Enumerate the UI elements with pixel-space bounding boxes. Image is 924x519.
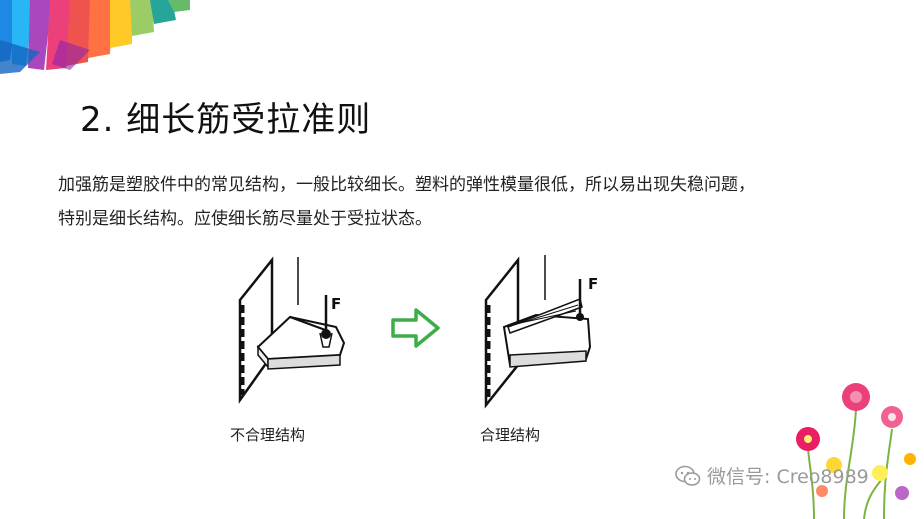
force-label-right: F [588, 275, 598, 293]
unreasonable-structure-diagram: F [238, 256, 346, 404]
reasonable-structure-diagram: F [484, 255, 598, 409]
force-label-left: F [331, 295, 341, 313]
flower-decoration [796, 383, 916, 519]
corner-decoration [0, 0, 190, 74]
body-line-1: 加强筋是塑胶件中的常见结构，一般比较细长。塑料的弹性模量很低，所以易出现失稳问题… [58, 175, 755, 195]
caption-reasonable: 合理结构 [480, 426, 541, 444]
right-arrow-icon [391, 308, 440, 348]
body-paragraph: 加强筋是塑胶件中的常见结构，一般比较细长。塑料的弹性模量很低，所以易出现失稳问题… [58, 168, 878, 236]
watermark-text: 微信号: Creo8989 [707, 466, 869, 488]
body-line-2: 特别是细长结构。应使细长筋尽量处于受拉状态。 [58, 209, 432, 229]
wechat-icon [675, 465, 701, 486]
watermark: 微信号: Creo8989 [675, 462, 869, 489]
slide-title: 2. 细长筋受拉准则 [80, 100, 372, 140]
caption-unreasonable: 不合理结构 [230, 426, 306, 444]
